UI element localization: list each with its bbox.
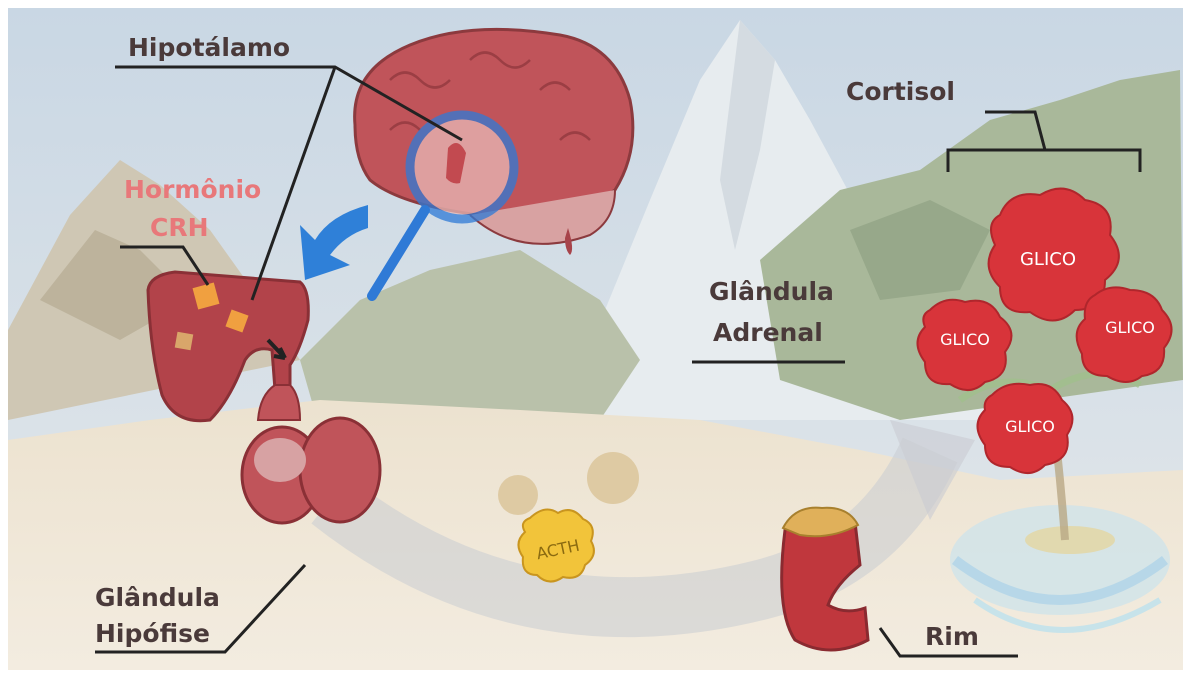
rim-label: Rim [925, 622, 979, 651]
hormonio-crh-label-line1: Hormônio [124, 175, 261, 204]
glandula-adrenal-label-line2: Adrenal [713, 318, 823, 347]
glandula-hipofise-label-line1: Glândula [95, 583, 220, 612]
glico-molecule-right: GLICO [1077, 287, 1172, 382]
hipotalamo-label: Hipotálamo [128, 33, 290, 62]
glico-top-label: GLICO [1020, 249, 1076, 270]
glico-molecule-left: GLICO [918, 300, 1012, 390]
glico-molecule-bottom: GLICO [978, 384, 1073, 473]
glico-bottom-label: GLICO [1005, 417, 1055, 436]
glandula-adrenal-label-line1: Glândula [709, 277, 834, 306]
cortisol-label: Cortisol [846, 77, 955, 106]
glico-right-label: GLICO [1105, 318, 1155, 337]
acth-molecule: ACTH [518, 509, 593, 581]
glico-left-label: GLICO [940, 330, 990, 349]
hormonio-crh-label-line2: CRH [150, 213, 209, 242]
glandula-hipofise-label-line2: Hipófise [95, 619, 210, 648]
